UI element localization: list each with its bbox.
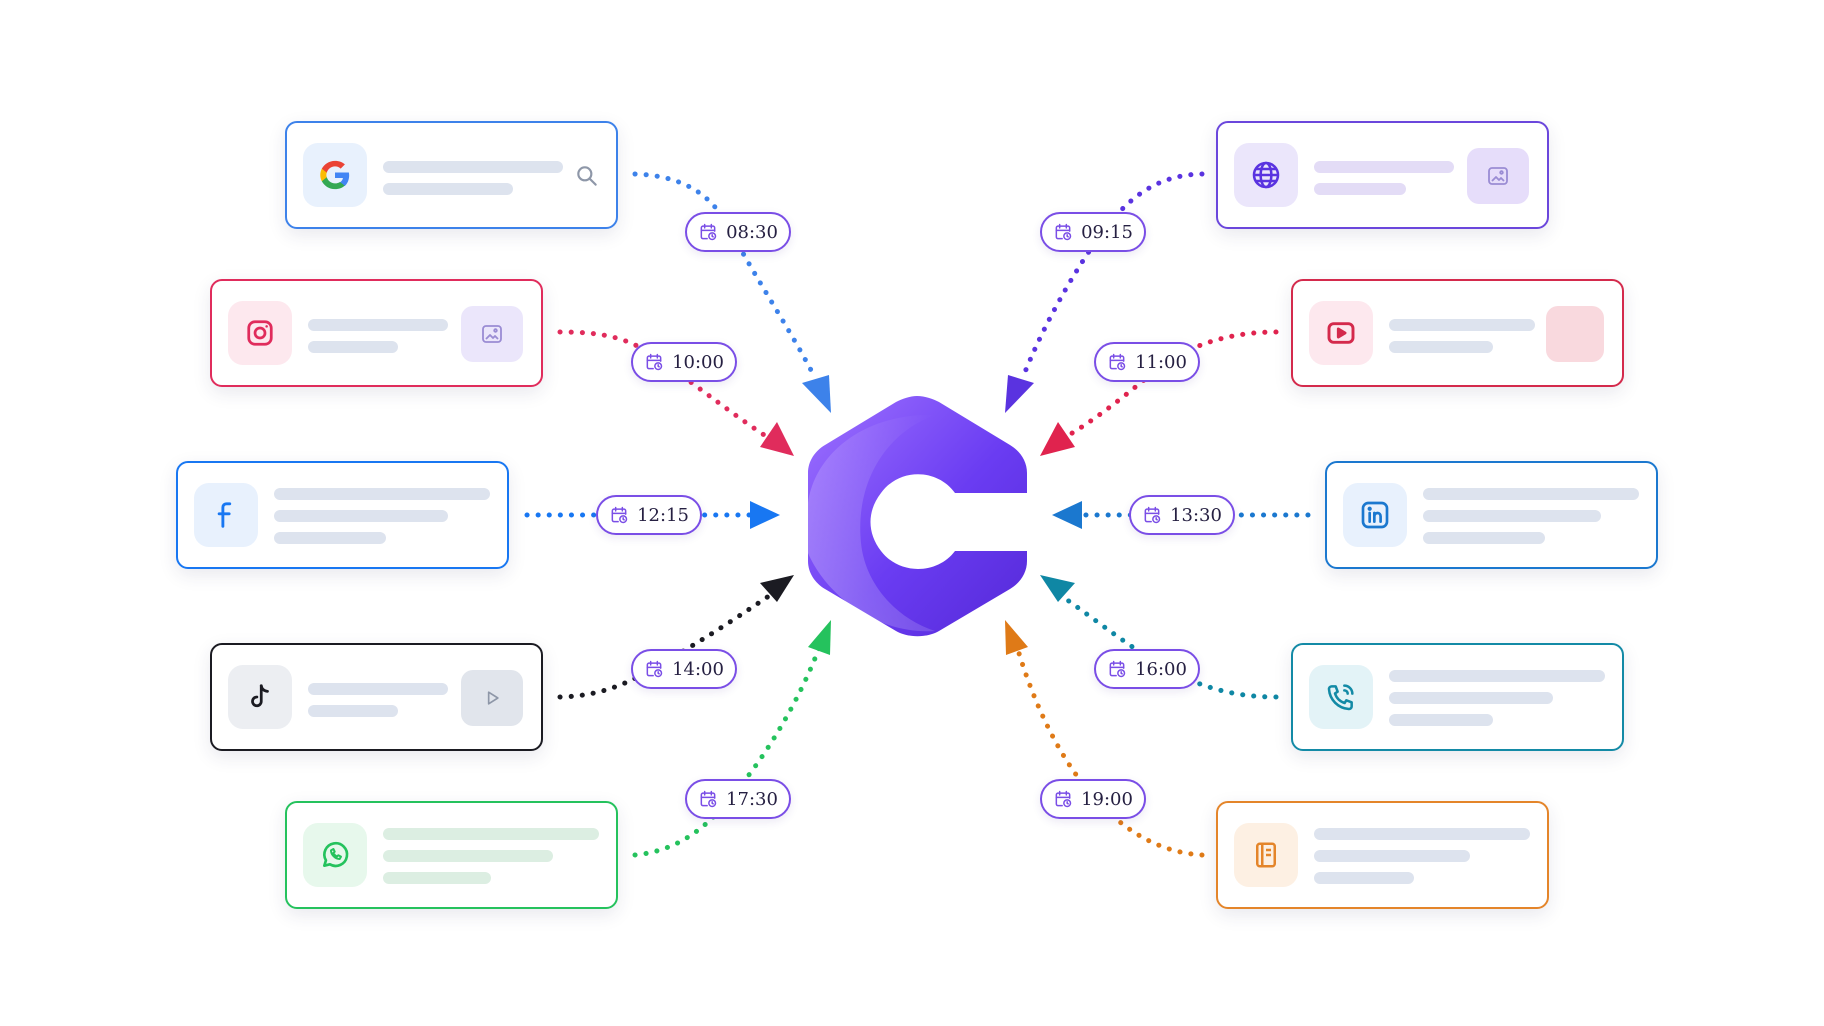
schedule-time: 08:30 bbox=[726, 221, 778, 243]
calendar-clock-icon bbox=[1109, 660, 1126, 678]
search-icon bbox=[574, 163, 600, 193]
hub-logo bbox=[808, 396, 1027, 637]
schedule-badge: 11:00 bbox=[1094, 342, 1200, 382]
connector-google bbox=[632, 171, 815, 375]
image-icon bbox=[461, 306, 523, 362]
schedule-badge: 14:00 bbox=[631, 649, 737, 689]
schedule-badge: 16:00 bbox=[1094, 649, 1200, 689]
text-placeholder-line bbox=[1314, 872, 1414, 884]
arrowhead-instagram bbox=[760, 422, 794, 456]
text-placeholder-line bbox=[1389, 670, 1605, 682]
text-placeholder-line bbox=[383, 161, 563, 173]
text-placeholder-line bbox=[308, 705, 398, 717]
schedule-time: 17:30 bbox=[726, 788, 778, 810]
calendar-clock-icon bbox=[700, 223, 717, 241]
text-placeholder-line bbox=[308, 683, 448, 695]
card-tiktok[interactable] bbox=[210, 643, 543, 751]
instagram-icon bbox=[228, 301, 292, 365]
text-placeholder-line bbox=[383, 183, 513, 195]
schedule-badge: 19:00 bbox=[1040, 779, 1146, 819]
text-placeholder-line bbox=[308, 319, 448, 331]
text-placeholder-line bbox=[383, 872, 491, 884]
calendar-clock-icon bbox=[700, 790, 717, 808]
schedule-badge: 13:30 bbox=[1129, 495, 1235, 535]
whatsapp-icon bbox=[303, 823, 367, 887]
schedule-badge: 08:30 bbox=[685, 212, 791, 252]
arrowhead-tiktok bbox=[760, 575, 794, 602]
text-placeholder-line bbox=[1423, 488, 1639, 500]
arrowhead-facebook bbox=[750, 501, 780, 529]
text-placeholder-line bbox=[1389, 319, 1535, 331]
arrowhead-google bbox=[802, 375, 831, 413]
schedule-time: 10:00 bbox=[672, 351, 724, 373]
arrowhead-linkedin bbox=[1052, 501, 1082, 529]
schedule-time: 16:00 bbox=[1135, 658, 1187, 680]
calendar-clock-icon bbox=[646, 353, 663, 371]
arrowhead-phone bbox=[1040, 575, 1075, 602]
card-whatsapp[interactable] bbox=[285, 801, 618, 909]
text-placeholder-line bbox=[1423, 532, 1545, 544]
card-instagram[interactable] bbox=[210, 279, 543, 387]
text-placeholder-line bbox=[274, 532, 386, 544]
text-placeholder-line bbox=[1314, 183, 1406, 195]
schedule-badge: 09:15 bbox=[1040, 212, 1146, 252]
tiktok-icon bbox=[228, 665, 292, 729]
schedule-time: 12:15 bbox=[637, 504, 689, 526]
schedule-time: 09:15 bbox=[1081, 221, 1133, 243]
schedule-badge: 10:00 bbox=[631, 342, 737, 382]
schedule-badge: 17:30 bbox=[685, 779, 791, 819]
play-icon bbox=[461, 670, 523, 726]
schedule-time: 13:30 bbox=[1170, 504, 1222, 526]
card-youtube[interactable] bbox=[1291, 279, 1624, 387]
arrowhead-whatsapp bbox=[808, 620, 831, 655]
text-placeholder-line bbox=[383, 850, 553, 862]
facebook-icon bbox=[194, 483, 258, 547]
text-placeholder-line bbox=[274, 510, 448, 522]
text-placeholder-line bbox=[1389, 714, 1493, 726]
schedule-time: 11:00 bbox=[1135, 351, 1187, 373]
schedule-time: 19:00 bbox=[1081, 788, 1133, 810]
text-placeholder-line bbox=[1423, 510, 1601, 522]
notebook-icon bbox=[1234, 823, 1298, 887]
card-linkedin[interactable] bbox=[1325, 461, 1658, 569]
arrowhead-youtube bbox=[1040, 422, 1075, 456]
card-facebook[interactable] bbox=[176, 461, 509, 569]
phone-call-icon bbox=[1309, 665, 1373, 729]
calendar-clock-icon bbox=[1144, 506, 1161, 524]
calendar-clock-icon bbox=[1055, 223, 1072, 241]
connector-notes bbox=[1015, 647, 1205, 858]
globe-icon bbox=[1234, 143, 1298, 207]
youtube-icon bbox=[1309, 301, 1373, 365]
text-placeholder-line bbox=[1314, 850, 1470, 862]
text-placeholder-line bbox=[1314, 828, 1530, 840]
media-thumbnail-placeholder bbox=[1546, 306, 1604, 362]
calendar-clock-icon bbox=[646, 660, 663, 678]
connector-website bbox=[1022, 171, 1205, 375]
linkedin-icon bbox=[1343, 483, 1407, 547]
text-placeholder-line bbox=[1389, 692, 1553, 704]
text-placeholder-line bbox=[308, 341, 398, 353]
google-g-icon bbox=[303, 143, 367, 207]
calendar-clock-icon bbox=[611, 506, 628, 524]
text-placeholder-line bbox=[1314, 161, 1454, 173]
card-notes[interactable] bbox=[1216, 801, 1549, 909]
card-phone[interactable] bbox=[1291, 643, 1624, 751]
calendar-clock-icon bbox=[1055, 790, 1072, 808]
calendar-clock-icon bbox=[1109, 353, 1126, 371]
connector-whatsapp bbox=[632, 637, 825, 858]
card-website[interactable] bbox=[1216, 121, 1549, 229]
arrowhead-notes bbox=[1005, 620, 1028, 655]
schedule-time: 14:00 bbox=[672, 658, 724, 680]
text-placeholder-line bbox=[1389, 341, 1493, 353]
image-icon bbox=[1467, 148, 1529, 204]
text-placeholder-line bbox=[383, 828, 599, 840]
schedule-badge: 12:15 bbox=[596, 495, 702, 535]
card-google[interactable] bbox=[285, 121, 618, 229]
arrowhead-website bbox=[1005, 375, 1034, 413]
text-placeholder-line bbox=[274, 488, 490, 500]
